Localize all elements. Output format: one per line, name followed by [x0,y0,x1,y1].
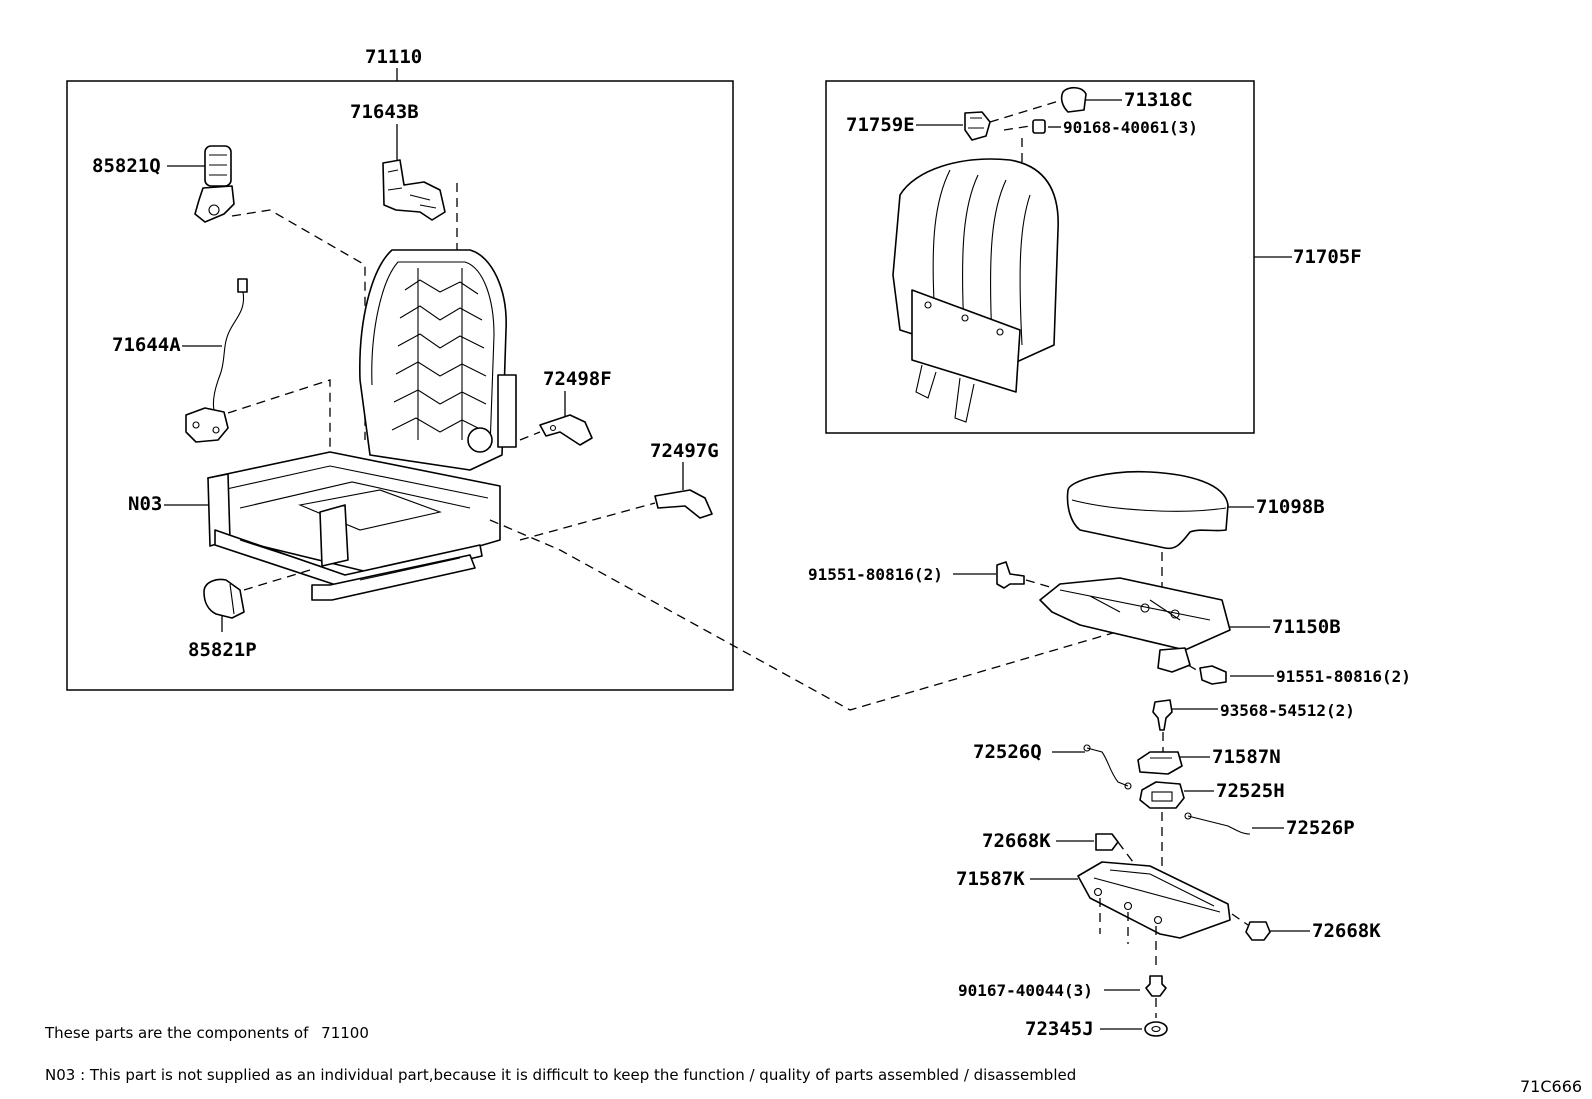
label-72526P: 72526P [1286,817,1355,839]
part-72526P-cable [1184,812,1251,835]
part-N03-seat-frame [207,249,517,601]
label-71587N: 71587N [1212,746,1281,768]
part-72668K-bumper-left [1095,833,1119,851]
part-93568-screw [1152,699,1173,731]
label-72345J: 72345J [1025,1018,1094,1040]
part-72497G-cover [654,489,713,519]
components-ref: 71100 [321,1024,369,1042]
figure-code: 71C666 [1520,1077,1583,1096]
label-72497G: 72497G [650,440,719,462]
part-85821Q-motor [194,145,235,223]
n03-note: N03 : This part is not supplied as an in… [45,1066,1077,1084]
label-91551-b: 91551-80816(2) [1276,667,1411,686]
label-93568: 93568-54512(2) [1220,701,1355,720]
part-72498F-cover [539,414,593,446]
label-71705F: 71705F [1293,246,1362,268]
part-71759E-clip [964,111,991,141]
part-72668K-bumper-right [1245,921,1271,941]
label-85821P: 85821P [188,639,257,661]
part-72345J-washer [1144,1021,1168,1037]
label-71643B: 71643B [350,101,419,123]
part-71150B-plate [1039,577,1231,673]
part-71318C-cap [1060,86,1087,113]
label-71759E: 71759E [846,114,915,136]
components-text: These parts are the components of [45,1024,309,1042]
part-72526Q-cable [1083,744,1132,790]
label-71644A: 71644A [112,334,181,356]
part-90168-screw [1032,119,1046,134]
label-85821Q: 85821Q [92,155,161,177]
label-71318C: 71318C [1124,89,1193,111]
part-91551-bolt-right [1199,665,1227,685]
label-72525H: 72525H [1216,780,1285,802]
part-90167-screw [1145,975,1167,997]
part-71705F-back-panel [892,158,1059,423]
label-71150B: 71150B [1272,616,1341,638]
part-71098B-pad [1066,470,1229,550]
label-72498F: 72498F [543,368,612,390]
label-90168: 90168-40061(3) [1063,118,1198,137]
label-91551-a: 91551-80816(2) [808,565,943,584]
label-90167: 90167-40044(3) [958,981,1093,1000]
label-71110: 71110 [365,46,422,68]
label-71098B: 71098B [1256,496,1325,518]
part-71587N-lock [1137,751,1183,775]
part-91551-bolt-left [996,561,1025,589]
label-72668K-a: 72668K [982,830,1051,852]
label-72526Q: 72526Q [973,741,1042,763]
part-71587K-base [1077,861,1231,939]
label-72668K-b: 72668K [1312,920,1381,942]
label-71587K: 71587K [956,868,1025,890]
part-71644A-sensor [185,278,248,443]
part-72525H-handle [1139,781,1185,809]
part-71643B-bracket [382,159,446,221]
label-N03: N03 [128,493,162,515]
components-note: These parts are the components of 71100 [45,1024,369,1042]
assembly-frame-71110 [66,80,734,691]
part-85821P-motor [203,578,245,619]
